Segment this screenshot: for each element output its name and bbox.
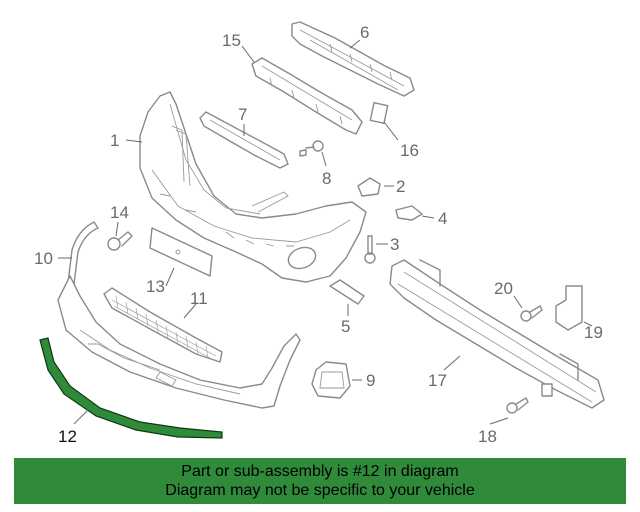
part-4-clip [395,205,423,221]
callout-15: 15 [222,31,241,50]
part-16-clip [369,102,389,124]
part-13-plate-bracket [149,227,213,277]
part-9-fog-bezel [311,361,351,399]
part-20-bolt [520,305,543,322]
callout-18: 18 [478,427,497,446]
part-18-bolt [506,397,529,414]
banner-line-1: Part or sub-assembly is #12 in diagram [181,463,459,480]
part-7-grille-strip [199,111,289,169]
callout-19: 19 [584,323,603,342]
callout-10: 10 [34,249,53,268]
part-5-skid-trim [329,279,365,305]
info-banner: Part or sub-assembly is #12 in diagram D… [14,458,626,504]
callout-9: 9 [366,371,375,390]
callout-14: 14 [110,203,129,222]
callout-12: 12 [58,427,77,446]
callout-1: 1 [110,131,119,150]
leader-lines [58,39,593,425]
part-17-reinforcement-beam [389,259,605,409]
part-3-bolt [364,235,376,264]
callout-17: 17 [428,371,447,390]
part-15-upper-bracket [251,57,363,135]
callout-20: 20 [494,279,513,298]
callout-13: 13 [146,277,165,296]
callout-11: 11 [190,289,208,308]
callout-labels: 1 2 3 4 5 6 7 8 9 10 11 12 13 14 15 16 1… [34,23,603,446]
callout-16: 16 [400,141,419,160]
parts-diagram: 1 2 3 4 5 6 7 8 9 10 11 12 13 14 15 16 1… [34,21,605,446]
part-11-lower-grille [103,287,223,363]
part-6-upper-absorber [291,21,415,97]
part-2-clip [357,177,381,197]
callout-7: 7 [238,105,247,124]
part-19-bracket [555,285,583,331]
callout-6: 6 [360,23,369,42]
part-14-bolt [107,231,133,251]
lower-bumper-cover [57,275,301,409]
part-8-screw [299,140,324,157]
callout-4: 4 [438,209,447,228]
part-12-lower-strip [39,337,223,439]
banner-line-2: Diagram may not be specific to your vehi… [165,482,475,499]
callout-3: 3 [390,235,399,254]
callout-8: 8 [322,169,331,188]
callout-5: 5 [341,317,350,336]
callout-2: 2 [396,177,405,196]
part-1-bumper-cover [139,91,367,283]
